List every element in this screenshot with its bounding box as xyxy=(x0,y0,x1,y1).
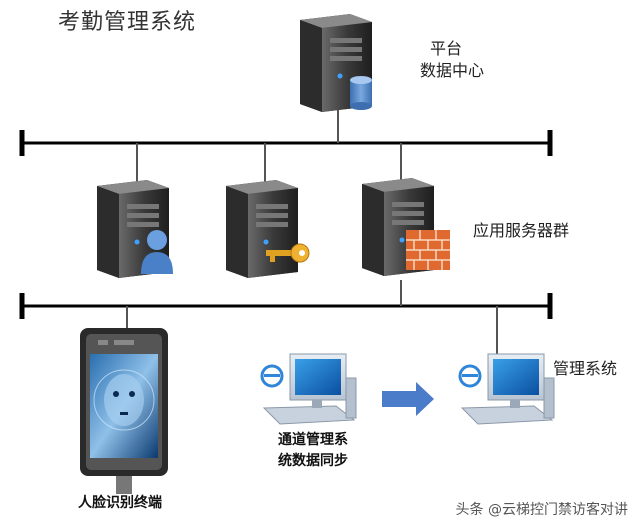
sync-computer xyxy=(260,353,357,425)
key-icon xyxy=(266,243,310,263)
face-terminal-device xyxy=(80,328,168,494)
user-icon xyxy=(141,230,173,274)
database-icon xyxy=(350,76,372,110)
sync-label-line1: 通道管理系 xyxy=(278,432,348,448)
page-title: 考勤管理系统 xyxy=(58,10,197,35)
sync-label-line2: 统数据同步 xyxy=(278,453,348,469)
app-servers-label: 应用服务器群 xyxy=(473,221,570,240)
arrow-right-icon xyxy=(382,382,434,416)
platform-label-line2: 数据中心 xyxy=(420,61,485,80)
management-label: 管理系统 xyxy=(553,359,618,378)
sync-label: 通道管理系 统数据同步 xyxy=(278,430,348,472)
firewall-icon xyxy=(406,230,450,270)
app-server-firewall xyxy=(362,178,450,276)
platform-label-line1: 平台 xyxy=(430,39,463,58)
watermark-text: 头条 @云梯控门禁访客对讲 xyxy=(455,502,628,518)
platform-server xyxy=(300,14,372,112)
ie-logo-icon xyxy=(260,364,284,388)
app-server-user xyxy=(97,180,173,278)
management-computer xyxy=(458,353,555,425)
app-server-key xyxy=(226,180,310,278)
ie-logo-icon xyxy=(458,364,482,388)
platform-label: 平台 数据中心 xyxy=(420,38,484,82)
face-terminal-label: 人脸识别终端 xyxy=(78,495,162,511)
